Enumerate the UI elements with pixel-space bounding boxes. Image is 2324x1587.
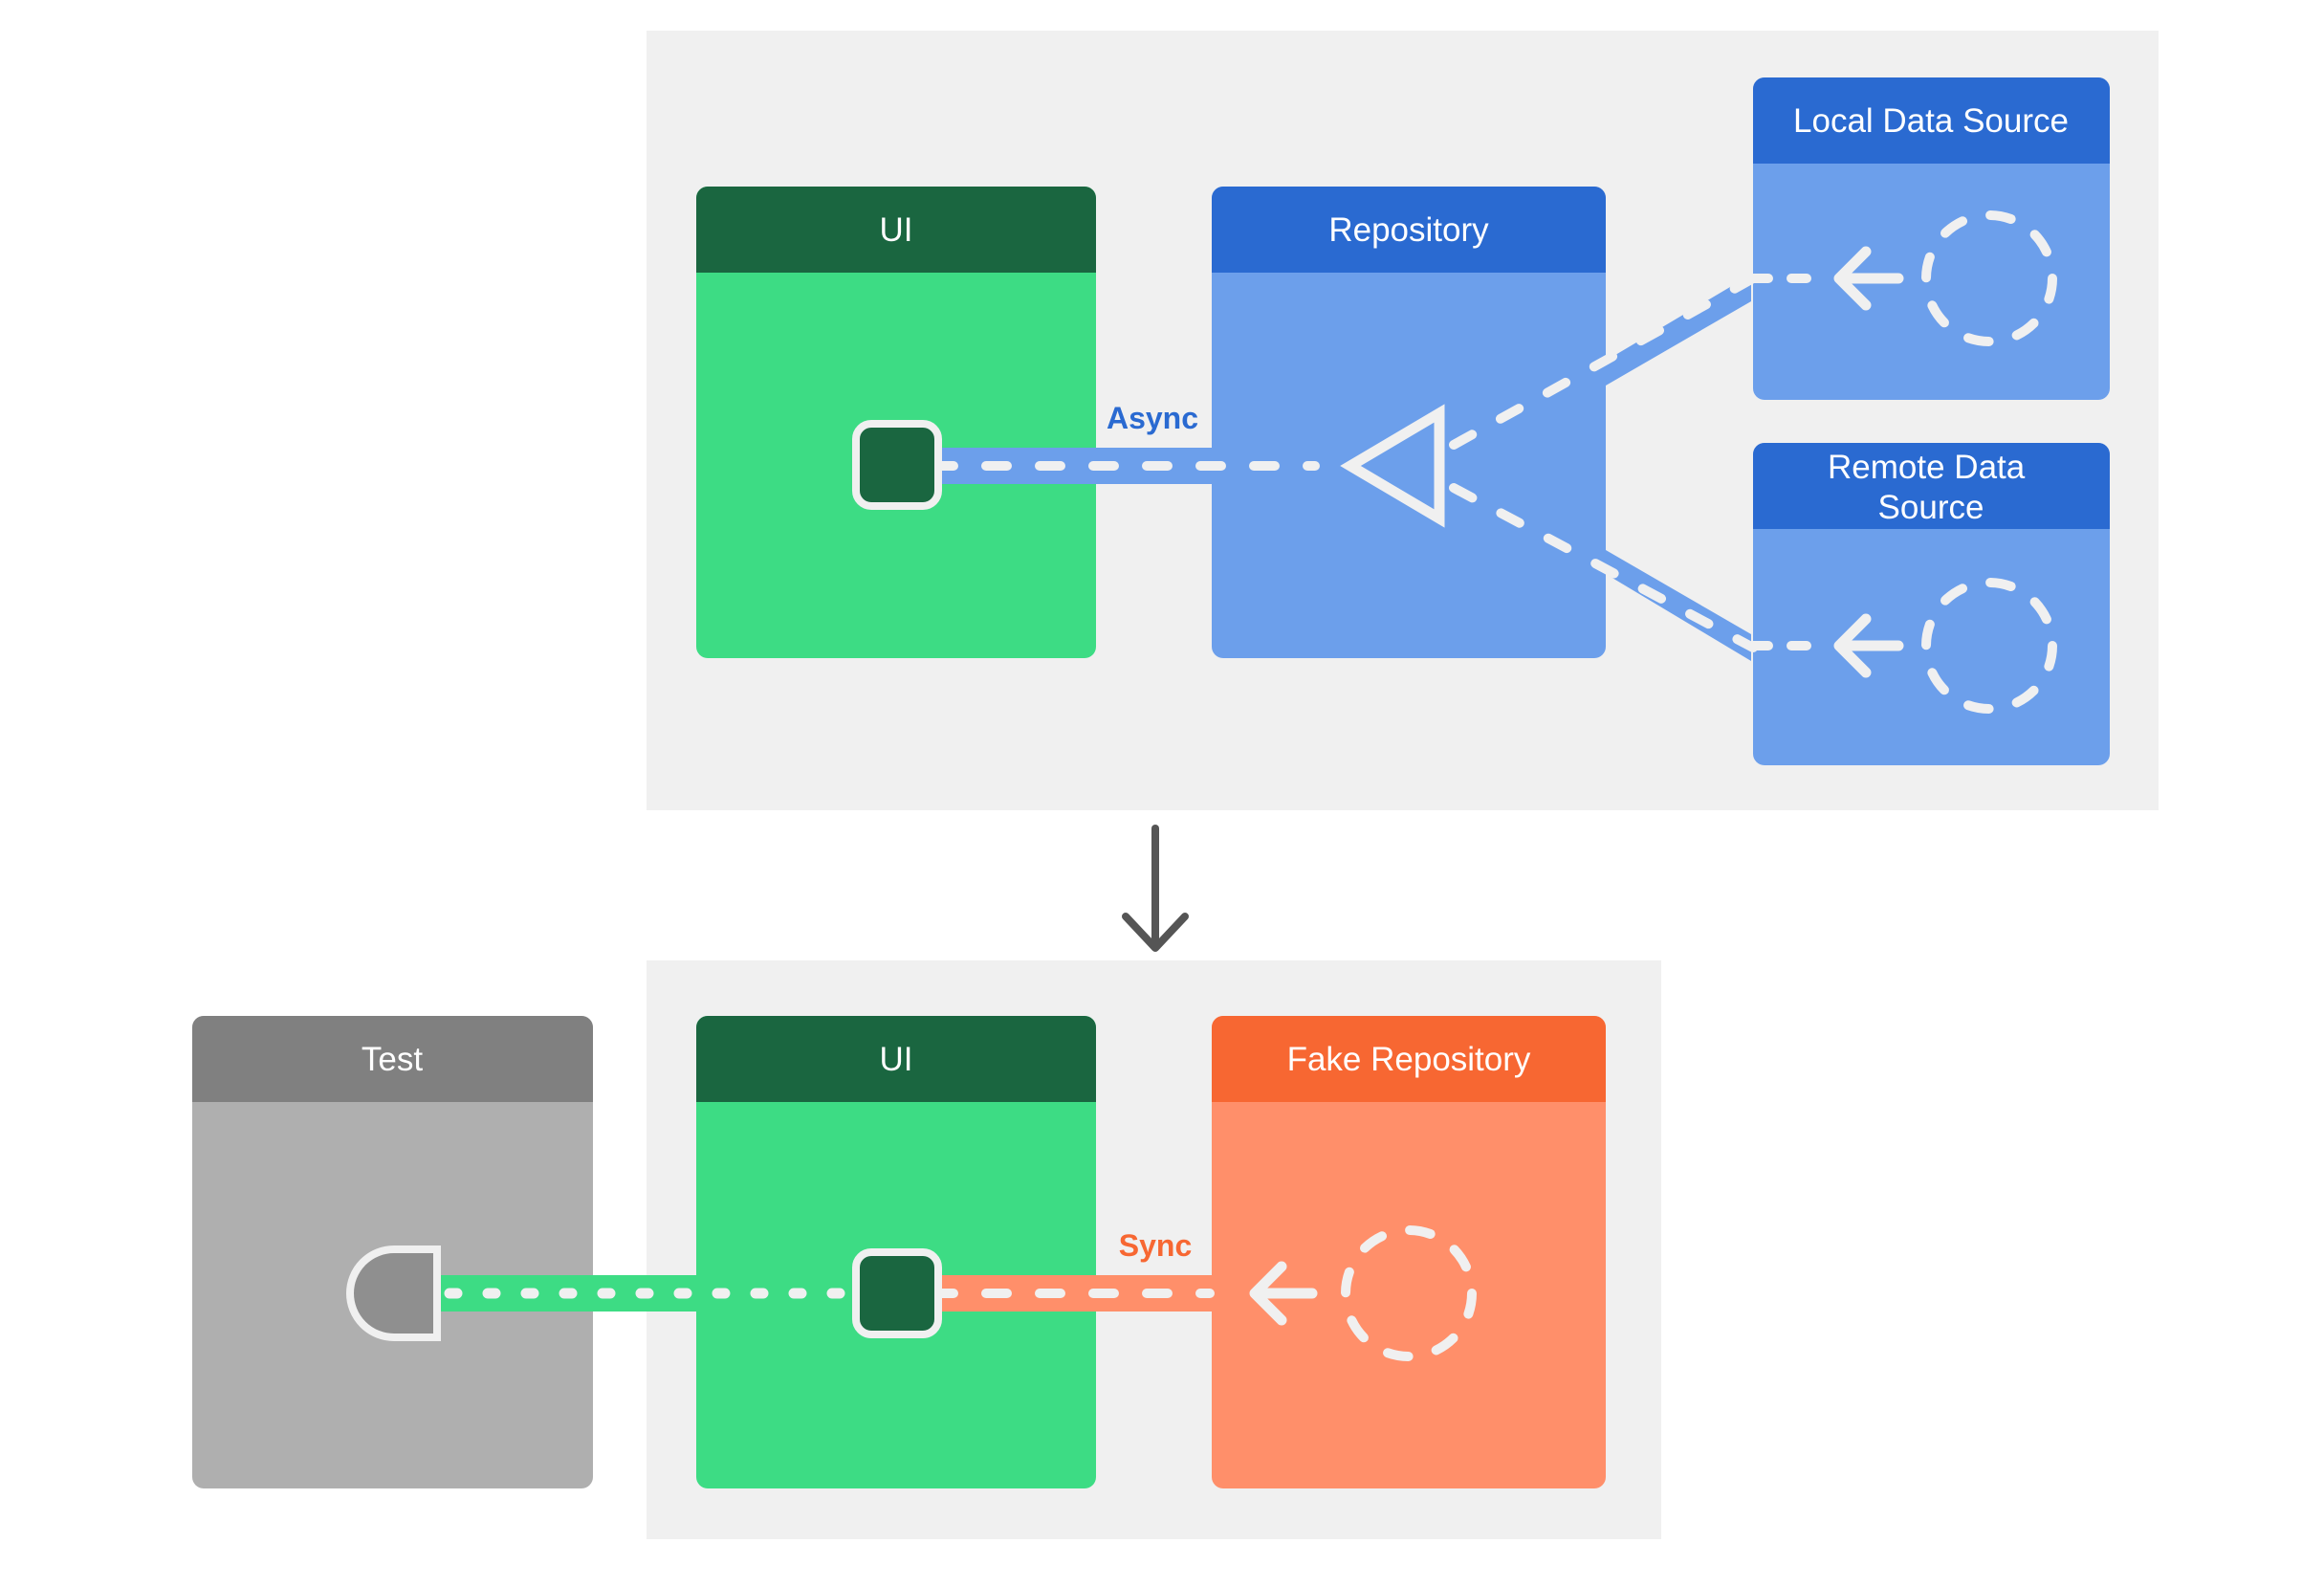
repository-header [1212,187,1606,273]
bottom-ui-title: UI [880,1041,913,1078]
fake-repository-dashed-circle-icon [1341,1225,1477,1361]
remote-source-dashed-circle-icon [1921,578,2057,714]
repository-body [1212,187,1606,658]
bottom-ui-header [696,1016,1096,1102]
remote-data-source-title: Remote Data Source [1828,449,2034,526]
remote-source-band [1606,550,1751,661]
remote-data-source-title-line1: Remote Data [1828,449,2026,486]
fake-repository-box: Fake Repository [1212,1016,1606,1488]
remote-data-source-title-line2: Source [1878,489,1984,526]
local-source-arrow-icon [1833,246,1904,311]
remote-source-arrow-icon [1833,613,1904,678]
merge-triangle-icon [1340,404,1445,528]
remote-data-source-box: Remote Data Source [1753,443,2110,765]
remote-data-source-header [1753,443,2110,529]
async-label: Async [1107,401,1198,435]
local-data-source-title: Local Data Source [1793,102,2069,140]
down-arrow-icon [1122,825,1189,952]
repository-box: Repository [1212,187,1606,658]
test-connector-band [435,1275,894,1311]
bottom-ui-socket-icon [852,1248,942,1338]
test-plug-icon [346,1245,441,1341]
local-data-source-header [1753,77,2110,164]
local-source-path-dashes [1449,274,1758,450]
local-source-dashed-circle-icon [1921,210,2057,346]
top-panel: UI Repository Local Data Source Remote D… [647,31,2159,810]
remote-source-path-dashes [1449,483,1758,652]
fake-repository-title: Fake Repository [1287,1041,1531,1078]
local-source-band [1606,275,1751,386]
fake-repository-arrow-icon [1249,1261,1318,1326]
fake-repository-header [1212,1016,1606,1102]
sync-label: Sync [1119,1228,1192,1263]
bottom-panel: Test UI Fake Repository Sync [192,960,1661,1539]
top-ui-header [696,187,1096,273]
repository-title: Repository [1328,211,1489,249]
test-title: Test [362,1041,423,1078]
top-ui-socket-icon [852,420,942,510]
top-ui-title: UI [880,211,913,249]
fake-repository-body [1212,1016,1606,1488]
local-data-source-box: Local Data Source [1753,77,2110,400]
test-header [192,1016,593,1102]
